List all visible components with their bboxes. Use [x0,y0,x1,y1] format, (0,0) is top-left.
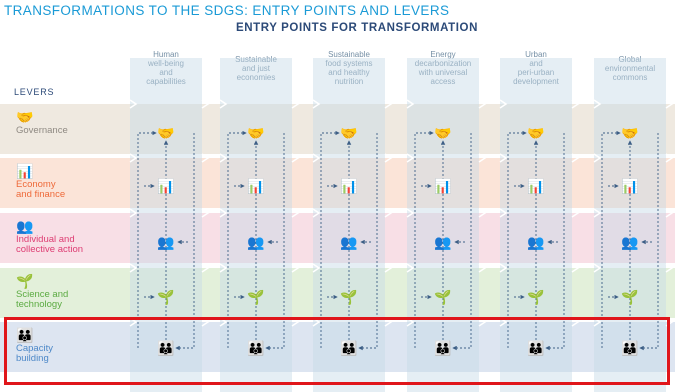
column-chevron [406,153,487,163]
lever-band-bar-chart [0,158,675,208]
bar-chart-icon: 📊 [247,178,264,195]
column-chevron [129,208,210,218]
bar-chart-icon: 📊 [434,178,451,195]
entry-point-header: Human well-being and capabilities [146,50,186,86]
people-group-icon: 👥 [247,235,264,251]
handshake-icon: 🤝 [340,126,357,142]
bar-chart-icon: 📊 [340,178,357,195]
column-chevron [593,153,674,163]
handshake-icon: 🤝 [434,126,451,142]
bar-chart-icon: 📊 [621,178,638,195]
column-chevron [499,208,580,218]
column-chevron [312,99,393,109]
column-chevron [219,99,300,109]
column-chevron [499,263,580,273]
column-chevron [406,263,487,273]
plant-icon: 🌱 [434,289,451,306]
people-group-icon: 👥 [621,235,638,251]
column-chevron [129,99,210,109]
entry-point-header: Sustainable and just economies [235,54,277,82]
plant-icon: 🌱 [340,289,357,306]
entry-point-column [594,58,666,392]
lever-label: Capacity building [16,343,53,364]
column-chevron [129,263,210,273]
column-chevron [219,263,300,273]
entry-point-header: Global environmental commons [604,54,656,82]
entry-points-heading: ENTRY POINTS FOR TRANSFORMATION [236,22,478,34]
bar-chart-icon: 📊 [16,163,34,179]
handshake-icon: 🤝 [247,126,264,142]
column-chevron [219,208,300,218]
entry-point-header: Energy decarbonization with universal ac… [414,50,472,86]
column-chevron [312,263,393,273]
lever-label: Economy and finance [16,179,66,200]
lever-band-capacity [0,322,675,372]
column-chevron [499,153,580,163]
entry-point-header: Sustainable food systems and healthy nut… [325,50,373,86]
plant-icon: 🌱 [621,289,638,306]
bar-chart-icon: 📊 [527,178,544,195]
entry-point-column [407,58,479,392]
capacity-building-highlight [4,317,670,385]
column-chevron [406,99,487,109]
column-chevron [406,208,487,218]
plant-icon: 🌱 [247,289,264,306]
column-chevron [219,153,300,163]
lever-band-people-group [0,213,675,263]
handshake-icon: 🤝 [157,126,174,142]
lever-band-handshake [0,104,675,154]
capacity-icon: 👪 [157,340,174,357]
lever-label: Individual and collective action [16,234,84,255]
plant-icon: 🌱 [16,273,34,289]
capacity-icon: 👪 [340,340,357,357]
lever-band-plant [0,268,675,318]
column-chevron [312,208,393,218]
people-group-icon: 👥 [157,235,174,251]
diagram-title: TRANSFORMATIONS TO THE SDGS: ENTRY POINT… [4,3,450,18]
bar-chart-icon: 📊 [157,178,174,195]
entry-point-column [130,58,202,392]
entry-point-column [500,58,572,392]
lever-label: Governance [16,125,68,136]
capacity-icon: 👪 [434,340,451,357]
handshake-icon: 🤝 [527,126,544,142]
plant-icon: 🌱 [527,289,544,306]
capacity-icon: 👪 [527,340,544,357]
column-chevron [499,99,580,109]
handshake-icon: 🤝 [16,109,34,125]
column-chevron [593,208,674,218]
capacity-icon: 👪 [247,340,264,357]
capacity-icon: 👪 [16,327,34,343]
entry-point-column [220,58,292,392]
people-group-icon: 👥 [434,235,451,251]
lever-label: Science and technology [16,289,69,310]
levers-heading: LEVERS [14,87,55,97]
people-group-icon: 👥 [340,235,357,251]
column-chevron [593,99,674,109]
entry-point-header: Urban and peri-urban development [513,50,559,86]
entry-point-column [313,58,385,392]
handshake-icon: 🤝 [621,126,638,142]
plant-icon: 🌱 [157,289,174,306]
column-chevron [593,263,674,273]
capacity-icon: 👪 [621,340,638,357]
people-group-icon: 👥 [16,218,34,234]
column-chevron [312,153,393,163]
column-chevron [129,153,210,163]
people-group-icon: 👥 [527,235,544,251]
